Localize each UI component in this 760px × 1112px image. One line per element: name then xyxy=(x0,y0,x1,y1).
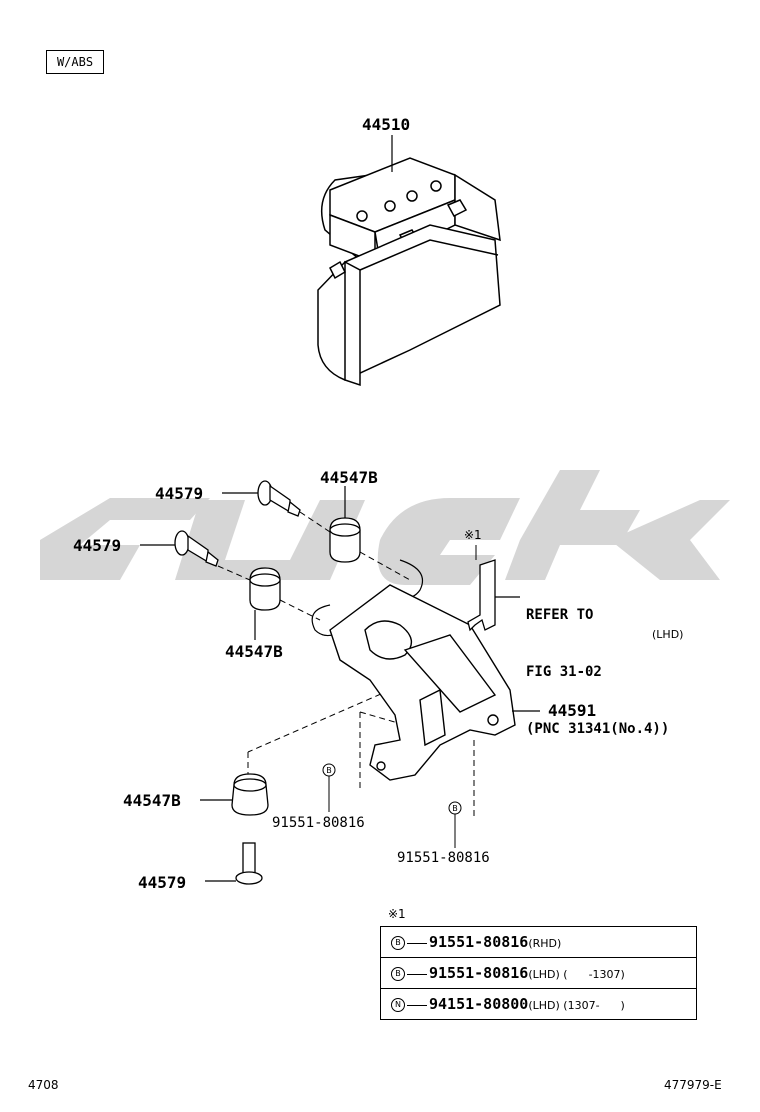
refer-note-lhd: (LHD) xyxy=(652,628,684,641)
part-number-cushion-lower: 44547B xyxy=(225,642,283,661)
refer-note-line2: FIG 31-02 xyxy=(526,664,602,680)
watermark-logo xyxy=(40,470,730,585)
circle-letter: B xyxy=(391,936,405,950)
cushion-bottom-drawing xyxy=(231,773,269,816)
part-number-bolt-rhd-2: 91551-80816 xyxy=(397,850,490,866)
abs-actuator-drawing xyxy=(317,157,501,387)
part-number-bolt-bottom: 44579 xyxy=(138,873,187,892)
note-mark: ※1 xyxy=(464,528,482,542)
bolt-upper-drawing xyxy=(257,480,301,517)
part-number-bolt-middle: 44579 xyxy=(73,536,122,555)
table-suffix: (LHD) ( -1307) xyxy=(528,968,625,981)
part-number-cushion-bottom: 44547B xyxy=(123,791,181,810)
refer-note-line1: REFER TO xyxy=(526,607,594,623)
table-suffix: (LHD) (1307- ) xyxy=(528,999,625,1012)
bolt-bottom-drawing xyxy=(235,842,263,885)
footer-left: 4708 xyxy=(28,1078,59,1092)
table-row: N 94151-80800(LHD) (1307- ) xyxy=(380,988,697,1020)
footer-right: 477979-E xyxy=(664,1078,722,1092)
callout-circles xyxy=(322,763,462,815)
sensor-bracket-drawing xyxy=(467,559,496,632)
bracket-drawing xyxy=(329,584,516,781)
callout-letter-2: B xyxy=(452,804,458,813)
table-part-number: 94151-80800 xyxy=(429,995,529,1013)
table-row: B 91551-80816(LHD) ( -1307) xyxy=(380,957,697,989)
table-suffix: (RHD) xyxy=(528,937,562,950)
part-number-bolt-rhd-1: 91551-80816 xyxy=(272,815,365,831)
table-row: B 91551-80816(RHD) xyxy=(380,926,697,958)
bolt-middle-drawing xyxy=(174,530,219,567)
circle-letter: B xyxy=(391,967,405,981)
part-number-bracket: 44591 xyxy=(548,701,597,720)
cushion-lower-drawing xyxy=(249,567,281,611)
table-mark: ※1 xyxy=(388,907,406,921)
variant-tag: W/ABS xyxy=(46,50,104,74)
callout-letter-1: B xyxy=(326,766,332,775)
table-part-number: 91551-80816 xyxy=(429,964,529,982)
part-number-bolt-upper: 44579 xyxy=(155,484,204,503)
cushion-upper-drawing xyxy=(329,517,361,563)
refer-note: REFER TO FIG 31-02 (PNC 31341(No.4)) xyxy=(526,568,669,758)
refer-note-line3: (PNC 31341(No.4)) xyxy=(526,721,670,737)
part-number-actuator: 44510 xyxy=(362,115,411,134)
table-part-number: 91551-80816 xyxy=(429,933,529,951)
circle-letter: N xyxy=(391,998,405,1012)
part-number-cushion-upper: 44547B xyxy=(320,468,378,487)
